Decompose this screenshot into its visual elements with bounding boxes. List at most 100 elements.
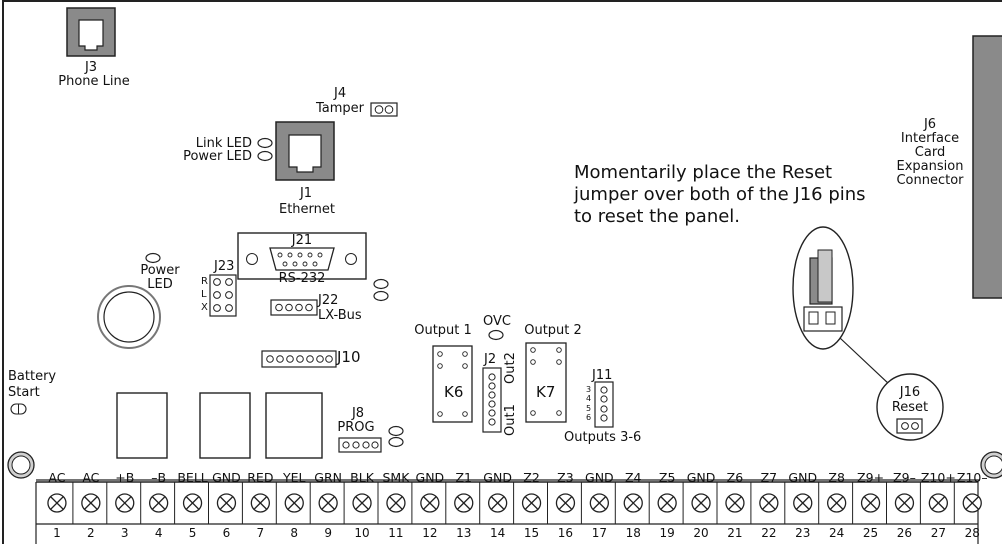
terminal-screw-icon [894,493,915,513]
terminal-number: 28 [964,526,980,540]
power-led-top-icon [257,150,273,162]
j11-label: J11 [592,368,613,383]
battery-icon [97,285,161,349]
rs232-led-2-icon [373,290,389,302]
j2-out2-label: Out2 [503,352,518,384]
terminal-label: Z5 [658,470,676,485]
j8-prog-header [338,437,382,453]
terminal-screw-icon [81,493,101,513]
terminal-number: 6 [222,526,231,540]
mounting-hole-right [980,451,1002,479]
terminal-number: 13 [456,526,472,540]
terminal-screw-icon [216,493,237,513]
terminal-label: BLK [350,470,374,485]
j11-pin-5: 5 [586,404,592,413]
terminal-number: 1 [53,526,61,540]
terminal-screw-icon [420,493,440,513]
j2-label: J2 [484,352,497,367]
j23-header [209,274,237,317]
terminal-screw-icon [115,493,135,513]
terminal-screw-icon [148,493,169,513]
j21-rs232-connector [237,232,367,280]
j6-line-3: Expansion [896,159,964,174]
j8-label: J8 [351,406,365,421]
j21-label: J21 [291,233,313,248]
terminal-screw-icon [657,493,677,513]
terminal-label: Z10+ [920,470,956,485]
j2-out1-label: Out1 [503,404,518,436]
terminal-label: Z1 [455,470,473,485]
terminal-label: AC [82,470,100,485]
j1-ethernet-jack [275,121,335,181]
j16-label: J16 [899,385,921,400]
j11-pin-3: 3 [586,385,592,394]
link-led-label: Link LED [195,136,252,151]
terminal-screw-icon [555,493,576,513]
terminal-label: Z3 [557,470,574,485]
terminal-screw-icon [827,493,847,513]
j10-header [261,350,337,368]
j6-line-4: Connector [896,173,964,188]
terminal-number: 9 [324,526,332,540]
j6-line-1: Interface [900,131,960,146]
terminal-screw-icon [284,493,304,513]
terminal-label: +B [115,470,135,485]
j22-name: LX-Bus [318,308,362,323]
terminal-screw-icon [759,493,779,513]
power-led-icon [145,252,161,264]
j4-name: Tamper [316,101,365,116]
terminal-screw-icon [47,493,67,513]
terminal-label: AC [48,470,66,485]
battery-start-label-1: Battery [8,369,57,384]
terminal-number: 26 [896,526,913,540]
terminal-label: GRN [314,470,343,485]
j11-name: Outputs 3-6 [564,430,642,445]
block-2 [199,392,251,459]
reset-jumper-illustration [792,226,891,386]
terminal-screw-icon [250,493,271,513]
k7-relay [525,342,567,423]
j6-expansion-connector [972,35,1002,299]
j1-label: J1 [299,186,313,201]
j3-name: Phone Line [58,74,130,89]
rs232-led-1-icon [373,278,389,290]
j4-tamper-jumper [370,102,398,117]
terminal-number: 3 [120,526,129,540]
terminal-label: Z7 [760,470,778,485]
terminal-number: 27 [930,526,946,540]
j23-label: J23 [214,259,235,274]
terminal-number: 15 [523,526,540,540]
j16-name: Reset [891,400,929,415]
terminal-number: 10 [354,526,370,540]
terminal-number: 5 [188,526,197,540]
terminal-screw-icon [454,493,474,513]
terminal-label: BELL [177,470,208,485]
terminal-screw-icon [182,493,203,513]
terminal-label: GND [212,470,241,485]
j11-pin-6: 6 [586,413,592,422]
terminal-label: Z9– [893,470,916,485]
j16-reset-circle [876,373,944,441]
block-1 [116,392,168,459]
terminal-screw-icon [521,493,542,513]
terminal-number: 18 [625,526,641,540]
j22-header [270,299,318,316]
j8-led-1-icon [388,425,404,437]
reset-instruction-note: Momentarily place the Reset jumper over … [574,162,866,227]
j10-label: J10 [337,348,361,366]
terminal-number: 19 [659,526,675,540]
j3-label: J3 [84,60,98,75]
terminal-screw-icon [962,493,982,513]
terminal-screw-icon [352,493,372,513]
output1-label: Output 1 [414,323,472,338]
power-led-top-label: Power LED [183,149,252,164]
terminal-label: GND [483,470,512,485]
terminal-number: 22 [761,526,777,540]
terminal-screw-icon [860,493,881,513]
j2-header [482,367,502,433]
terminal-label: GND [686,470,716,485]
power-led-label-2: LED [147,277,173,292]
terminal-label: Z9+ [857,470,885,485]
